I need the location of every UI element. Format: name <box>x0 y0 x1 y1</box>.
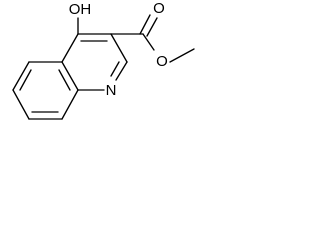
bond-c6-c7 <box>12 89 30 120</box>
chemical-structure-canvas: OH O O N <box>0 0 250 138</box>
bond-ester-o-methyl <box>169 48 195 63</box>
bond-carbonyl-ester-o <box>142 33 155 51</box>
ring-nitrogen-label: N <box>106 82 117 99</box>
carbonyl-oxygen-label: O <box>153 0 165 17</box>
bond-c5-c6 <box>12 61 30 91</box>
bond-carbonyl-o-b <box>146 17 158 37</box>
bond-c4a-c4 <box>61 33 79 63</box>
bond-c8-c8a <box>61 89 79 120</box>
bond-c2-n1 <box>115 61 128 81</box>
methyl-4-hydroxyquinoline-3-carboxylate-structure: OH O O N <box>12 0 195 120</box>
bond-c2-n1-inner <box>110 61 120 77</box>
bond-c8a-c4a <box>61 61 79 91</box>
bond-c8a-c4a-inner <box>58 69 71 91</box>
hydroxyl-label: OH <box>69 1 92 18</box>
bond-c3-c2 <box>110 33 128 63</box>
ester-oxygen-label: O <box>156 53 168 70</box>
bond-c5-c6-inner <box>19 69 32 91</box>
bond-carbonyl-o-a <box>139 14 151 35</box>
